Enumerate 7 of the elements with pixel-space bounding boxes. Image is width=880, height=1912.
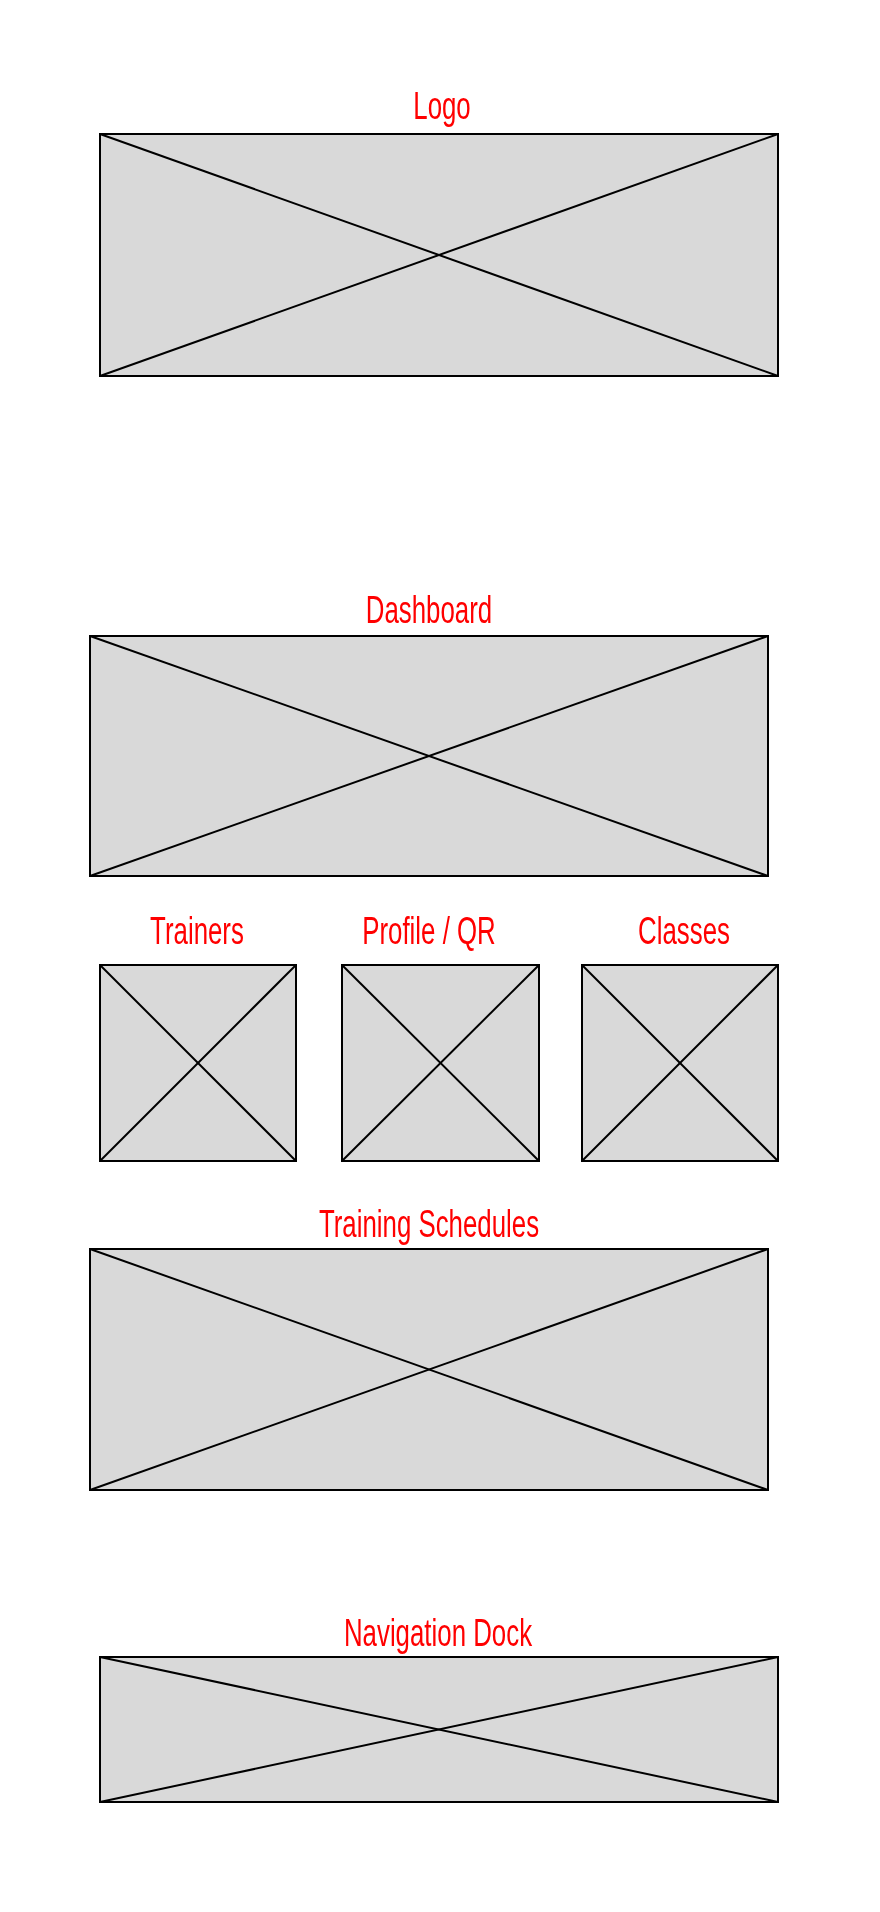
section-heading: Profile / QR: [362, 911, 496, 951]
section-heading: Trainers: [150, 911, 244, 951]
section-heading: Classes: [638, 911, 730, 951]
section-heading: Logo: [413, 86, 471, 126]
section-heading: Navigation Dock: [343, 1613, 533, 1653]
section-heading: Training Schedules: [318, 1204, 540, 1244]
section-heading: Dashboard: [365, 590, 493, 630]
